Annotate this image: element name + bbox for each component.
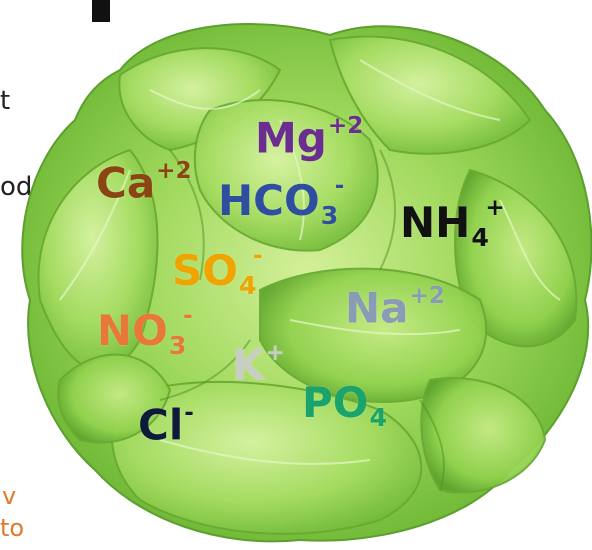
cropped-text-bottom-2: to: [0, 514, 25, 542]
lettuce-leaf-lower-left: [57, 353, 172, 444]
lettuce-leaf-mid-right: [259, 267, 488, 403]
cropped-title-fragment: [92, 0, 110, 22]
ion-cl: Cl-: [138, 400, 194, 450]
lettuce-leaf-right: [454, 168, 578, 348]
cropped-text-bottom-1: v: [2, 482, 17, 510]
ion-hco3: HCO3-: [218, 173, 345, 230]
ion-mg: Mg+2: [255, 113, 364, 163]
ion-na: Na+2: [345, 283, 445, 333]
lettuce-shadow-folds: [159, 149, 445, 491]
ion-nh4: NH4+: [400, 195, 505, 252]
lettuce-leaf-bottom-right: [420, 377, 547, 494]
lettuce-leaf-top-right: [328, 35, 532, 155]
ion-po4: PO4: [302, 378, 388, 432]
ion-k: K+: [232, 340, 285, 390]
lettuce-veins: [59, 59, 561, 465]
ion-ca: Ca+2: [96, 158, 192, 208]
cropped-text-top: t: [0, 86, 11, 116]
ion-no3: NO3-: [97, 303, 193, 360]
lettuce-leaf-center: [193, 99, 379, 252]
lettuce-leaf-bottom: [110, 380, 423, 535]
ion-so4: SO4-: [172, 243, 263, 300]
cropped-text-mid: od: [0, 172, 33, 202]
